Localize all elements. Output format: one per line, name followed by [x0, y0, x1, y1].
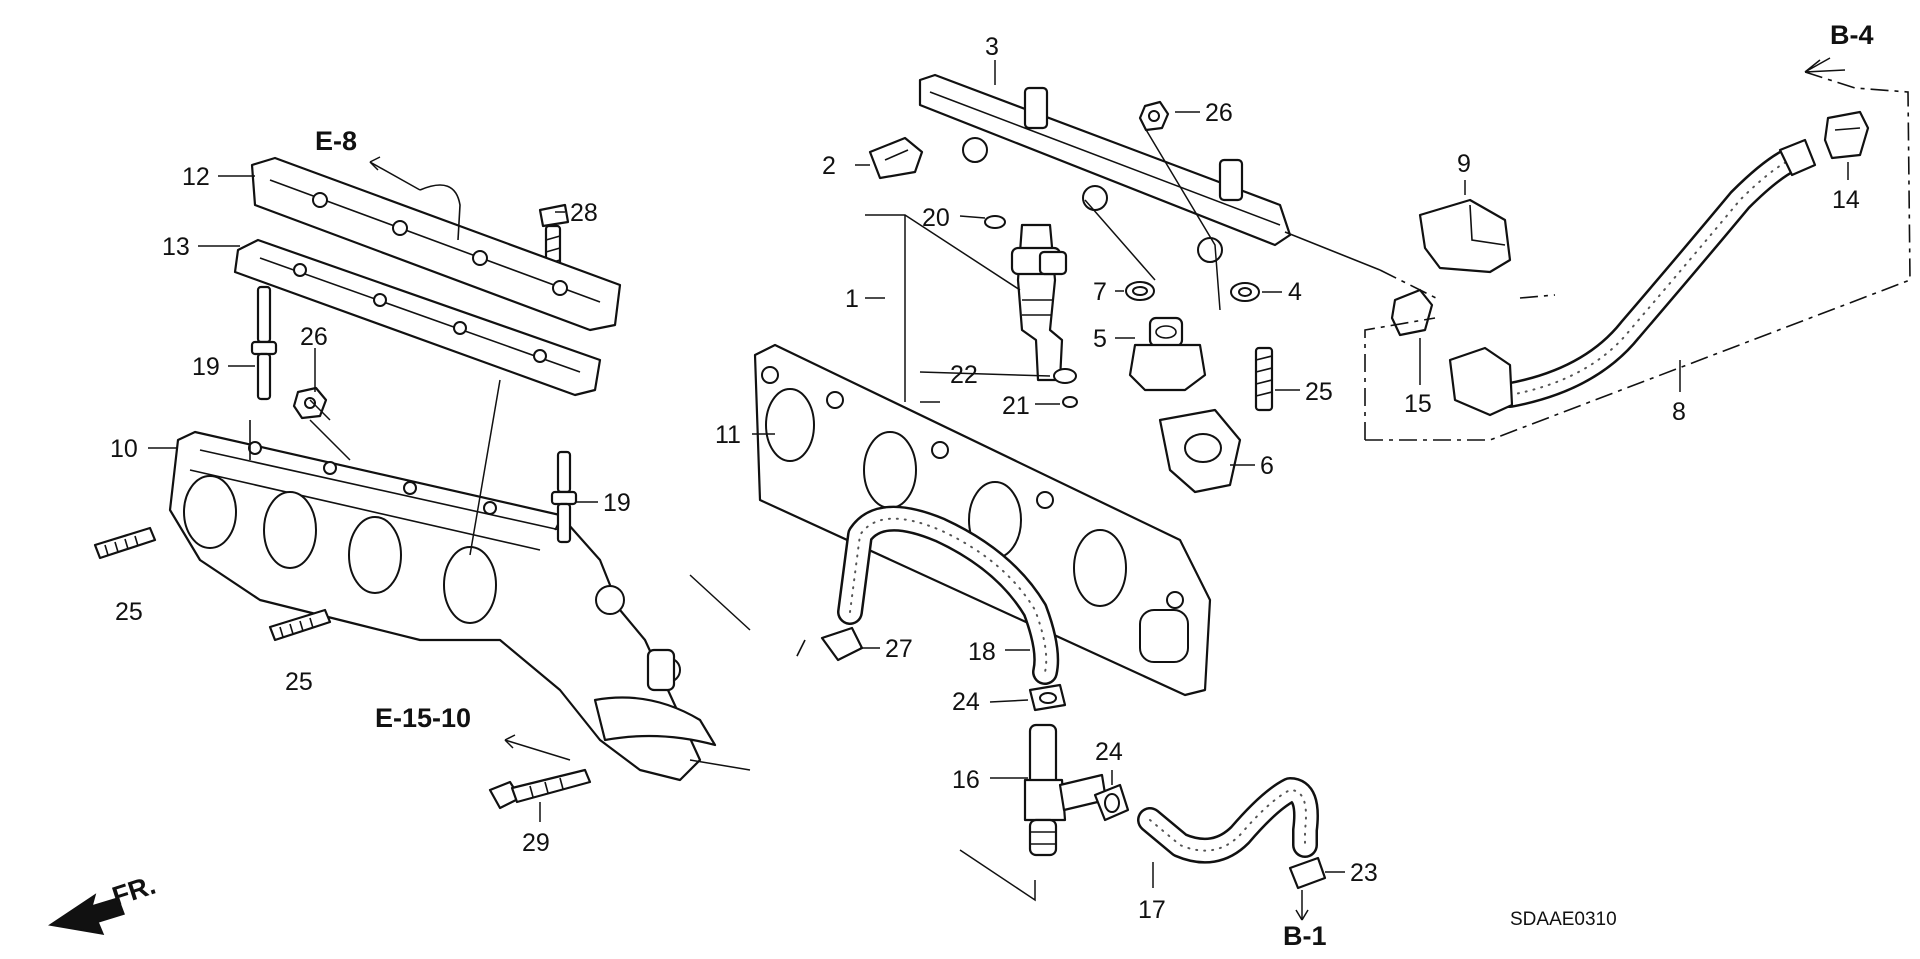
callout-25b: 25 — [285, 668, 313, 696]
callout-8: 8 — [1672, 398, 1686, 426]
ref-b1: B-1 — [1283, 921, 1327, 951]
nut-26-top — [1138, 100, 1170, 132]
injector-base-12 — [250, 156, 622, 332]
callout-13: 13 — [162, 233, 190, 261]
intake-manifold — [168, 420, 717, 782]
hose-clamp-24-upper — [1028, 683, 1067, 712]
callout-18: 18 — [968, 638, 996, 666]
callout-11: 11 — [715, 421, 741, 449]
ref-e15-10: E-15-10 — [375, 703, 471, 733]
hose-clamp-27 — [820, 626, 864, 662]
washer-4 — [1230, 282, 1260, 302]
manifold-stud-25b — [268, 608, 332, 642]
o-ring-7 — [1125, 281, 1155, 301]
stud-25-right — [1254, 346, 1274, 412]
callout-26a: 26 — [300, 323, 328, 351]
cover-9 — [1418, 198, 1512, 274]
ref-e8: E-8 — [315, 126, 357, 156]
callout-7: 7 — [1093, 278, 1107, 306]
callout-26b: 26 — [1205, 99, 1233, 127]
leader-lines — [148, 60, 1849, 921]
callout-12: 12 — [182, 163, 210, 191]
callout-6: 6 — [1260, 452, 1274, 480]
callout-25a: 25 — [115, 598, 143, 626]
drawing-code: SDAAE0310 — [1510, 909, 1617, 930]
injector-1 — [1010, 223, 1068, 382]
callout-20: 20 — [922, 204, 950, 232]
callout-4: 4 — [1288, 278, 1302, 306]
callout-9: 9 — [1457, 150, 1471, 178]
seal-ring-21 — [1062, 396, 1078, 408]
ref-b4: B-4 — [1830, 20, 1874, 50]
clip-15 — [1390, 288, 1434, 337]
callout-10: 10 — [110, 435, 138, 463]
callout-24a: 24 — [952, 688, 980, 716]
hose-clamp-23 — [1288, 856, 1327, 890]
clip-14 — [1823, 110, 1870, 160]
injector-clip-2 — [868, 136, 924, 180]
callout-24b: 24 — [1095, 738, 1123, 766]
hose-group-outline — [1364, 71, 1911, 441]
intake-gasket-11 — [753, 343, 1212, 697]
manifold-stud-25a — [93, 526, 157, 560]
callout-19b: 19 — [603, 489, 631, 517]
front-marker-label: FR. — [109, 870, 160, 912]
callout-16: 16 — [952, 766, 980, 794]
callout-5: 5 — [1093, 325, 1107, 353]
hose-clamp-24-lower — [1093, 783, 1130, 822]
three-way-joint-16 — [1023, 723, 1108, 857]
callout-25c: 25 — [1305, 378, 1333, 406]
callout-17: 17 — [1138, 896, 1166, 924]
b4-arrow — [1804, 57, 1846, 73]
regulator-holder-6 — [1158, 408, 1242, 494]
callout-22: 22 — [950, 361, 978, 389]
callout-2: 2 — [822, 152, 836, 180]
o-ring-20 — [984, 215, 1006, 229]
fuel-feed-hose-8 — [1448, 138, 1817, 417]
callout-19a: 19 — [192, 353, 220, 381]
nut-26-left — [292, 386, 328, 420]
callout-3: 3 — [985, 33, 999, 61]
callout-14: 14 — [1832, 186, 1860, 214]
callout-1: 1 — [845, 285, 859, 313]
vacuum-hose-18 — [837, 505, 1060, 685]
bolt-29 — [488, 768, 592, 810]
o-ring-22 — [1053, 368, 1077, 384]
callout-28: 28 — [570, 199, 598, 227]
manifold-stud-19b — [550, 450, 578, 544]
pressure-regulator-5 — [1128, 316, 1207, 392]
callout-23: 23 — [1350, 859, 1378, 887]
front-direction-marker: FR. — [48, 870, 160, 935]
manifold-gasket-13 — [233, 238, 602, 397]
manifold-stud-19a — [250, 285, 278, 401]
front-arrow-icon — [48, 893, 125, 935]
vacuum-hose-17 — [1137, 777, 1319, 864]
callout-15: 15 — [1404, 390, 1432, 418]
callout-27: 27 — [885, 635, 913, 663]
callout-29: 29 — [522, 829, 550, 857]
callout-21: 21 — [1002, 392, 1030, 420]
